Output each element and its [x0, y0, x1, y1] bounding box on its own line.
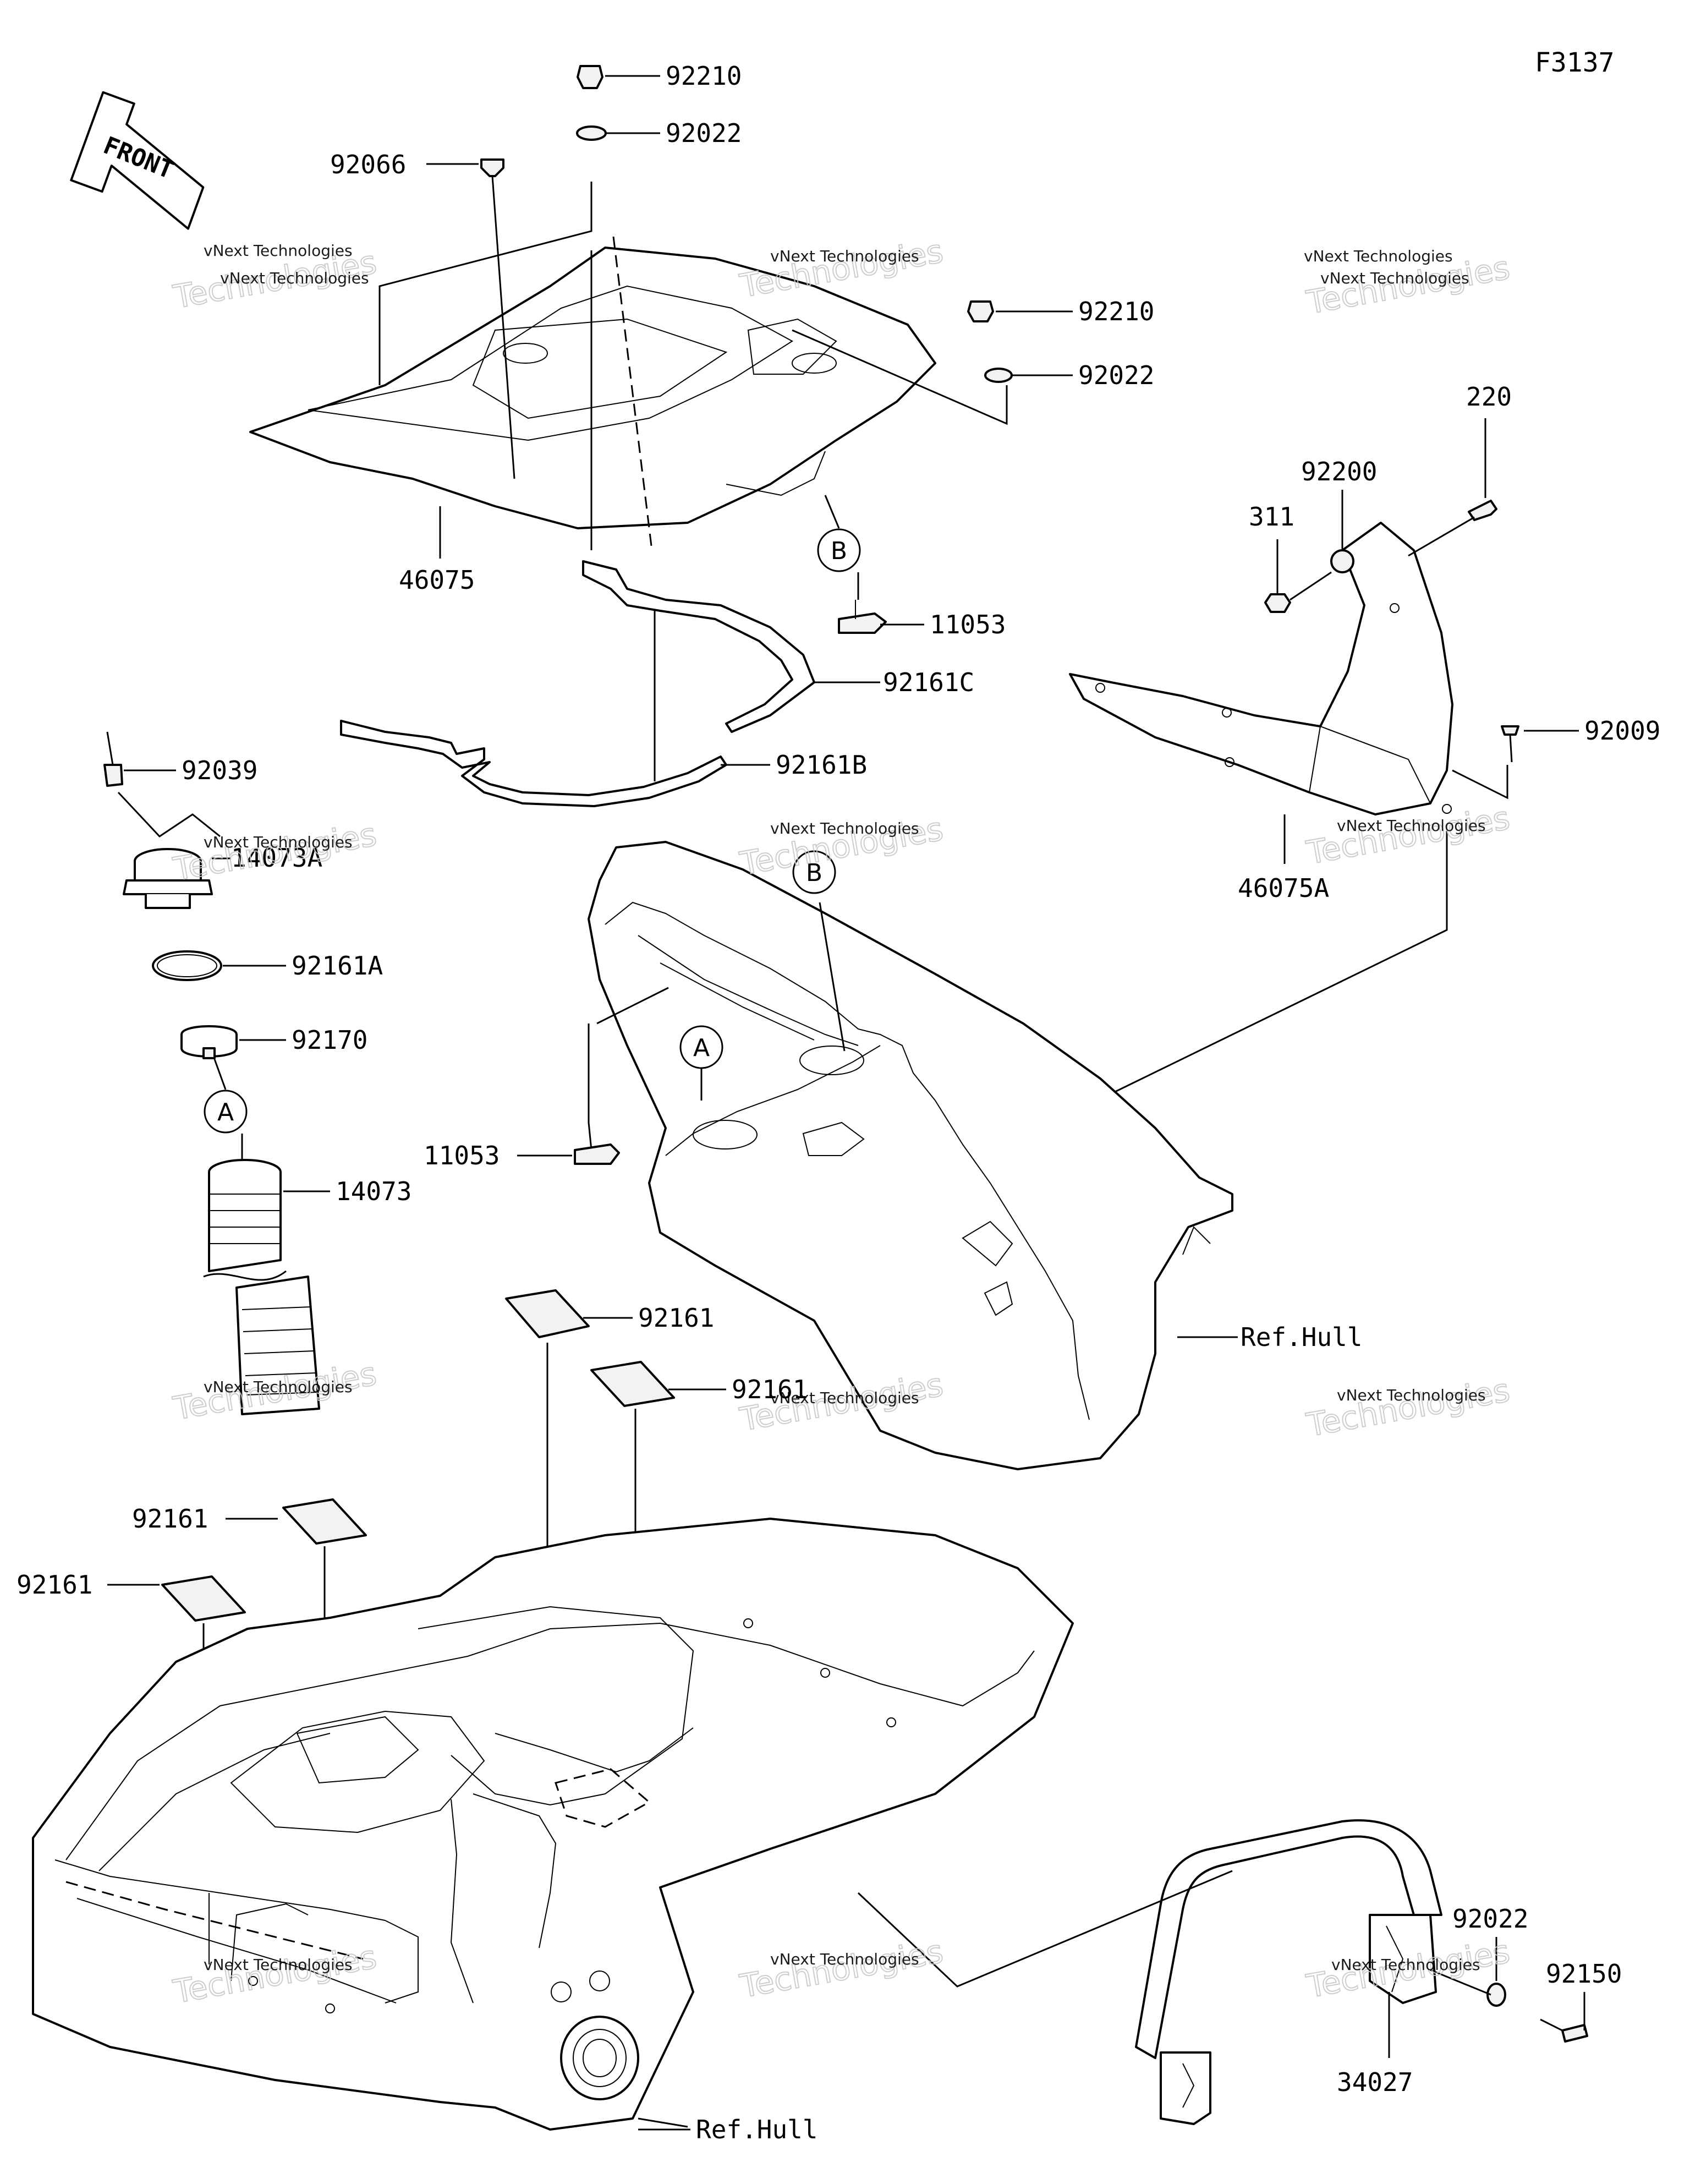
washer-92200	[1330, 549, 1354, 573]
part-number-46075A: 46075A	[1238, 873, 1329, 903]
bolt-92039	[103, 731, 123, 787]
svg-text:Technologies: Technologies	[737, 232, 946, 305]
part-number-92161C: 92161C	[883, 667, 974, 697]
callout-circle-b-hull	[792, 850, 836, 894]
svg-text:Technologies: Technologies	[171, 815, 380, 888]
callout-a-label-hull: A	[693, 1034, 710, 1062]
part-number-92150: 92150	[1546, 1959, 1622, 1989]
part-number-92161: 92161	[732, 1375, 808, 1404]
callout-a-label: A	[217, 1098, 234, 1126]
part-number-92022: 92022	[1452, 1904, 1528, 1934]
pad-92161-4	[161, 1575, 246, 1622]
part-number-92210: 92210	[1078, 297, 1154, 326]
nut-92210-top	[577, 65, 603, 89]
part-number-11053: 11053	[424, 1141, 500, 1170]
svg-text:vNext Technologies: vNext Technologies	[204, 833, 353, 851]
svg-text:Technologies: Technologies	[737, 1933, 946, 2005]
svg-text:vNext Technologies: vNext Technologies	[204, 1378, 353, 1396]
gasket-92161B	[340, 720, 727, 807]
ref-hull-lower-label: Ref.Hull	[696, 2115, 818, 2144]
figure-code: F3137	[1535, 47, 1615, 78]
grab-handle-34027	[1135, 1819, 1442, 2125]
svg-text:vNext Technologies: vNext Technologies	[204, 242, 353, 260]
gasket-92161C	[582, 560, 815, 733]
bolt-92150	[1540, 2018, 1588, 2043]
svg-text:vNext Technologies: vNext Technologies	[1331, 1956, 1480, 1974]
part-number-92022: 92022	[1078, 360, 1154, 390]
part-number-14073A: 14073A	[231, 843, 322, 873]
hose-14073	[203, 1159, 320, 1415]
washer-92022-bot	[1486, 1983, 1506, 2007]
part-number-46075: 46075	[399, 565, 475, 595]
svg-text:Technologies: Technologies	[1304, 799, 1513, 872]
leader-line	[638, 2117, 688, 2128]
nut-311	[1264, 593, 1291, 613]
o-ring-92161A	[152, 950, 222, 981]
part-number-92161: 92161	[132, 1504, 208, 1534]
pad-92161-1	[505, 1289, 590, 1338]
part-number-14073: 14073	[336, 1176, 411, 1206]
leader-line	[792, 329, 1008, 425]
hull-upper	[588, 841, 1233, 1470]
seat-cover-46075	[249, 247, 936, 529]
leader-line	[612, 236, 653, 551]
svg-text:vNext Technologies: vNext Technologies	[220, 269, 369, 287]
ref-hull-upper-label: Ref.Hull	[1241, 1322, 1363, 1352]
part-number-92022: 92022	[666, 118, 742, 148]
nut-92210-mid	[967, 300, 994, 322]
svg-text:vNext Technologies: vNext Technologies	[770, 247, 919, 265]
leader-line	[1452, 765, 1508, 800]
callout-b-label: B	[831, 537, 847, 565]
washer-92022-mid	[984, 368, 1013, 383]
svg-text:vNext Technologies: vNext Technologies	[1337, 1386, 1486, 1404]
svg-text:vNext Technologies: vNext Technologies	[770, 1950, 919, 1968]
rear-cover-46075A	[1069, 522, 1453, 815]
svg-text:vNext Technologies: vNext Technologies	[1304, 247, 1453, 265]
part-number-92066: 92066	[330, 150, 406, 179]
callout-circle-b	[817, 528, 861, 572]
part-number-92161B: 92161B	[776, 750, 867, 780]
part-number-92170: 92170	[292, 1025, 367, 1055]
leader-line	[588, 1023, 592, 1151]
part-number-92161: 92161	[638, 1303, 714, 1333]
leader-line	[117, 791, 221, 838]
clip-11053-a	[574, 1143, 620, 1165]
svg-text:vNext Technologies: vNext Technologies	[204, 1956, 353, 1974]
part-number-92210: 92210	[666, 61, 742, 91]
svg-text:vNext Technologies: vNext Technologies	[770, 819, 919, 838]
part-number-92039: 92039	[182, 756, 257, 785]
callout-circle-a-hull	[679, 1025, 723, 1069]
part-number-92161: 92161	[17, 1570, 92, 1600]
svg-text:Technologies: Technologies	[1304, 1371, 1513, 1444]
svg-text:vNext Technologies: vNext Technologies	[770, 1389, 919, 1407]
part-number-220: 220	[1466, 382, 1512, 412]
pad-92161-2	[590, 1361, 675, 1407]
leader-line	[857, 1870, 1233, 1988]
screw-92009	[1501, 725, 1519, 763]
part-number-92200: 92200	[1301, 457, 1377, 486]
part-number-92161A: 92161A	[292, 951, 383, 981]
part-number-311: 311	[1249, 502, 1294, 532]
hull-lower	[32, 1518, 1074, 2131]
clamp-92170	[180, 1025, 238, 1059]
front-arrow-icon: FRONT	[70, 91, 205, 230]
leader-line	[378, 182, 592, 385]
pad-92161-3	[282, 1498, 367, 1545]
svg-text:vNext Technologies: vNext Technologies	[1337, 817, 1486, 835]
part-number-11053: 11053	[930, 610, 1006, 639]
filler-neck-14073A	[123, 848, 213, 909]
callout-circle-a	[204, 1090, 248, 1134]
washer-92022-top	[576, 125, 607, 141]
svg-text:vNext Technologies: vNext Technologies	[1320, 269, 1469, 287]
clip-11053-b	[838, 600, 887, 634]
callout-b-label-hull: B	[806, 859, 822, 887]
part-number-92009: 92009	[1584, 716, 1660, 746]
part-number-34027: 34027	[1337, 2067, 1413, 2097]
screw-92066	[480, 158, 504, 177]
